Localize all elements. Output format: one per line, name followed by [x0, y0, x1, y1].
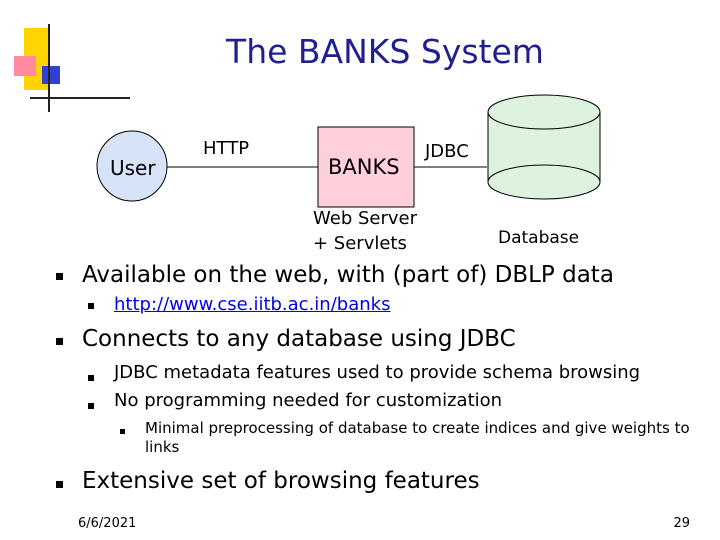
logo-blue-block [42, 66, 60, 84]
architecture-diagram [96, 94, 601, 208]
bullet-marker [56, 338, 63, 345]
sub-bullet-item: JDBC metadata features used to provide s… [114, 362, 641, 383]
slide-number: 29 [673, 516, 690, 531]
database-cylinder [487, 94, 601, 200]
http-label: HTTP [203, 138, 250, 159]
banks-box [317, 126, 415, 208]
user-circle [96, 130, 168, 202]
banks-url-link[interactable]: http://www.cse.iitb.ac.in/banks [114, 294, 391, 315]
sub-bullet-marker [88, 375, 94, 381]
bullet-item: Connects to any database using JDBC [82, 326, 516, 352]
footer-date: 6/6/2021 [78, 516, 137, 531]
sub-sub-bullet-marker [120, 429, 125, 434]
logo-horizontal-line [30, 97, 130, 99]
sub-bullet-item: No programming needed for customization [114, 390, 503, 411]
jdbc-label: JDBC [425, 141, 469, 162]
banks-label: BANKS [328, 155, 400, 179]
webserver-label-line2: + Servlets [313, 233, 407, 254]
user-label: User [110, 156, 156, 180]
bullet-item: Available on the web, with (part of) DBL… [82, 262, 614, 288]
webserver-label-line1: Web Server [313, 208, 417, 229]
sub-bullet-marker [88, 403, 94, 409]
logo-vertical-line [48, 24, 50, 112]
logo-red-block [14, 56, 36, 76]
slide-title: The BANKS System [226, 32, 544, 71]
database-label: Database [498, 228, 580, 248]
sub-sub-bullet-item: Minimal preprocessing of database to cre… [145, 419, 690, 456]
bullet-marker [56, 481, 63, 488]
bullet-item: Extensive set of browsing features [82, 468, 480, 494]
bullet-marker [56, 273, 63, 280]
sub-bullet-marker [88, 303, 94, 309]
